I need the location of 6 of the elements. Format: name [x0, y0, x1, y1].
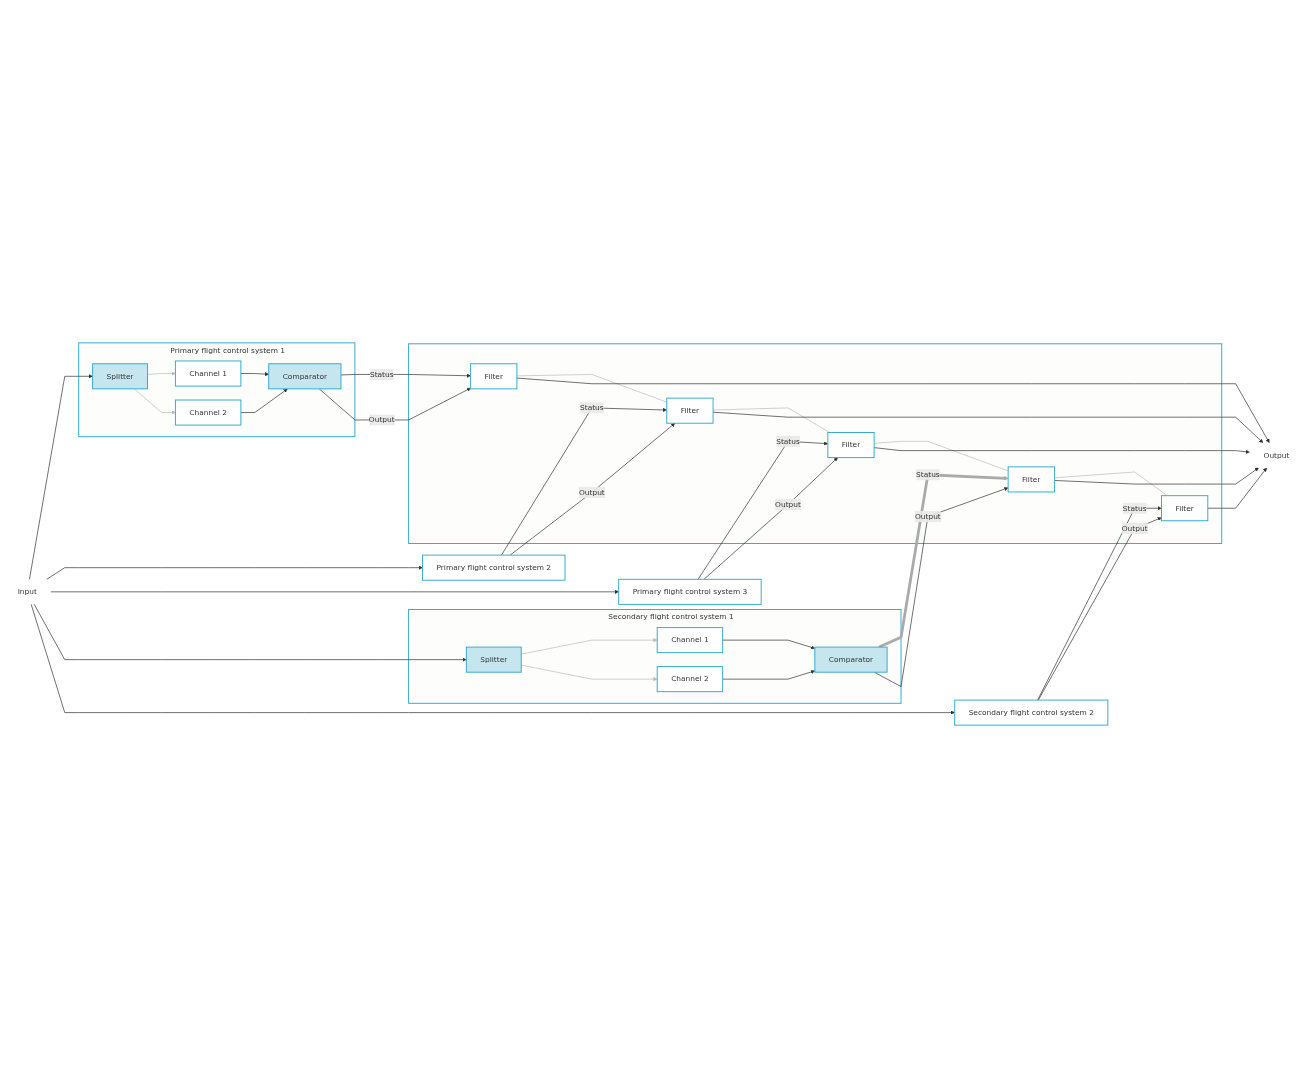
arrow — [878, 473, 1009, 649]
connector — [516, 374, 668, 403]
connector — [1054, 471, 1168, 497]
cluster — [408, 343, 1223, 544]
connector — [873, 441, 1009, 472]
connector — [712, 407, 831, 433]
